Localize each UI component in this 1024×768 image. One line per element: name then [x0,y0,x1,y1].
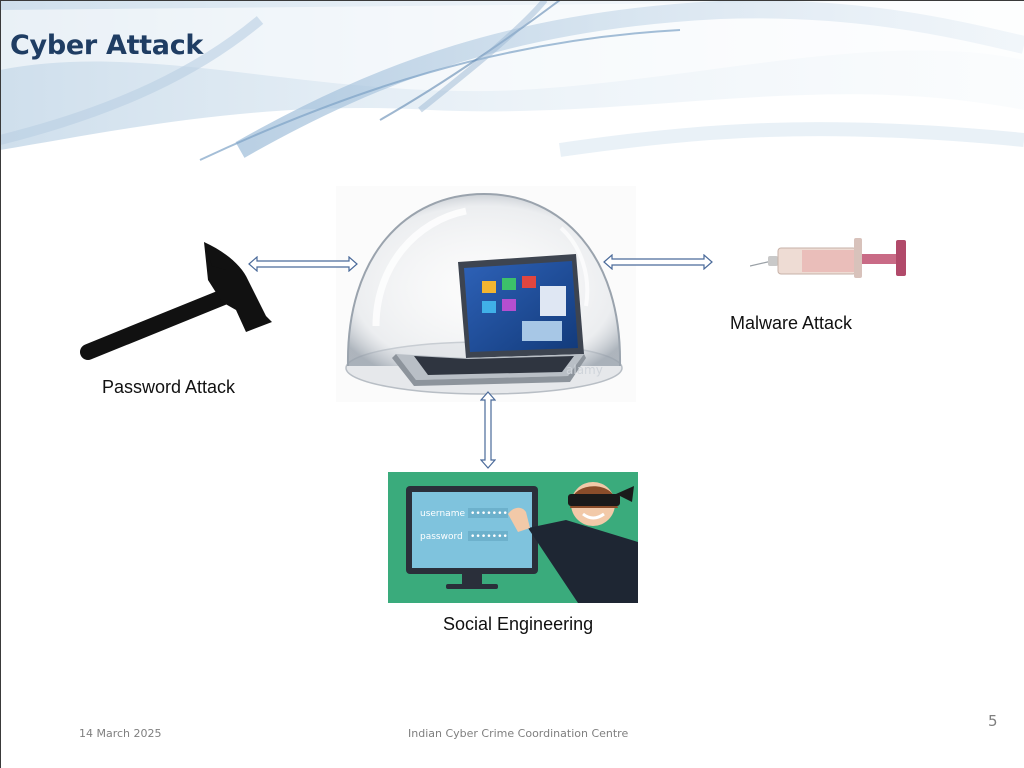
slide-border-left [0,0,1,768]
footer-organization: Indian Cyber Crime Coordination Centre [408,727,629,740]
laptop-in-glass-dome-icon: alamy [336,186,636,402]
syringe-icon [750,238,906,278]
svg-text:•••••••: ••••••• [470,532,508,542]
double-arrow-password-to-center [248,256,358,272]
malware-attack-label: Malware Attack [730,313,853,333]
header-wave-decoration [0,0,1024,200]
slide-border-top [0,0,1024,1]
hacker-stealing-credentials-icon: username ••••••• password ••••••• [388,472,638,603]
svg-text:•••••••: ••••••• [470,509,508,519]
social-engineering-label: Social Engineering [443,614,594,634]
svg-text:alamy: alamy [566,363,603,377]
double-arrow-center-to-social [480,391,496,469]
footer-date: 14 March 2025 [79,727,162,740]
password-label: password [420,532,463,542]
password-attack-label: Password Attack [102,377,236,397]
double-arrow-center-to-malware [603,254,713,270]
hammer-icon [80,242,272,360]
username-label: username [420,509,465,519]
slide-title: Cyber Attack [10,30,204,61]
slide-number: 5 [988,712,998,730]
